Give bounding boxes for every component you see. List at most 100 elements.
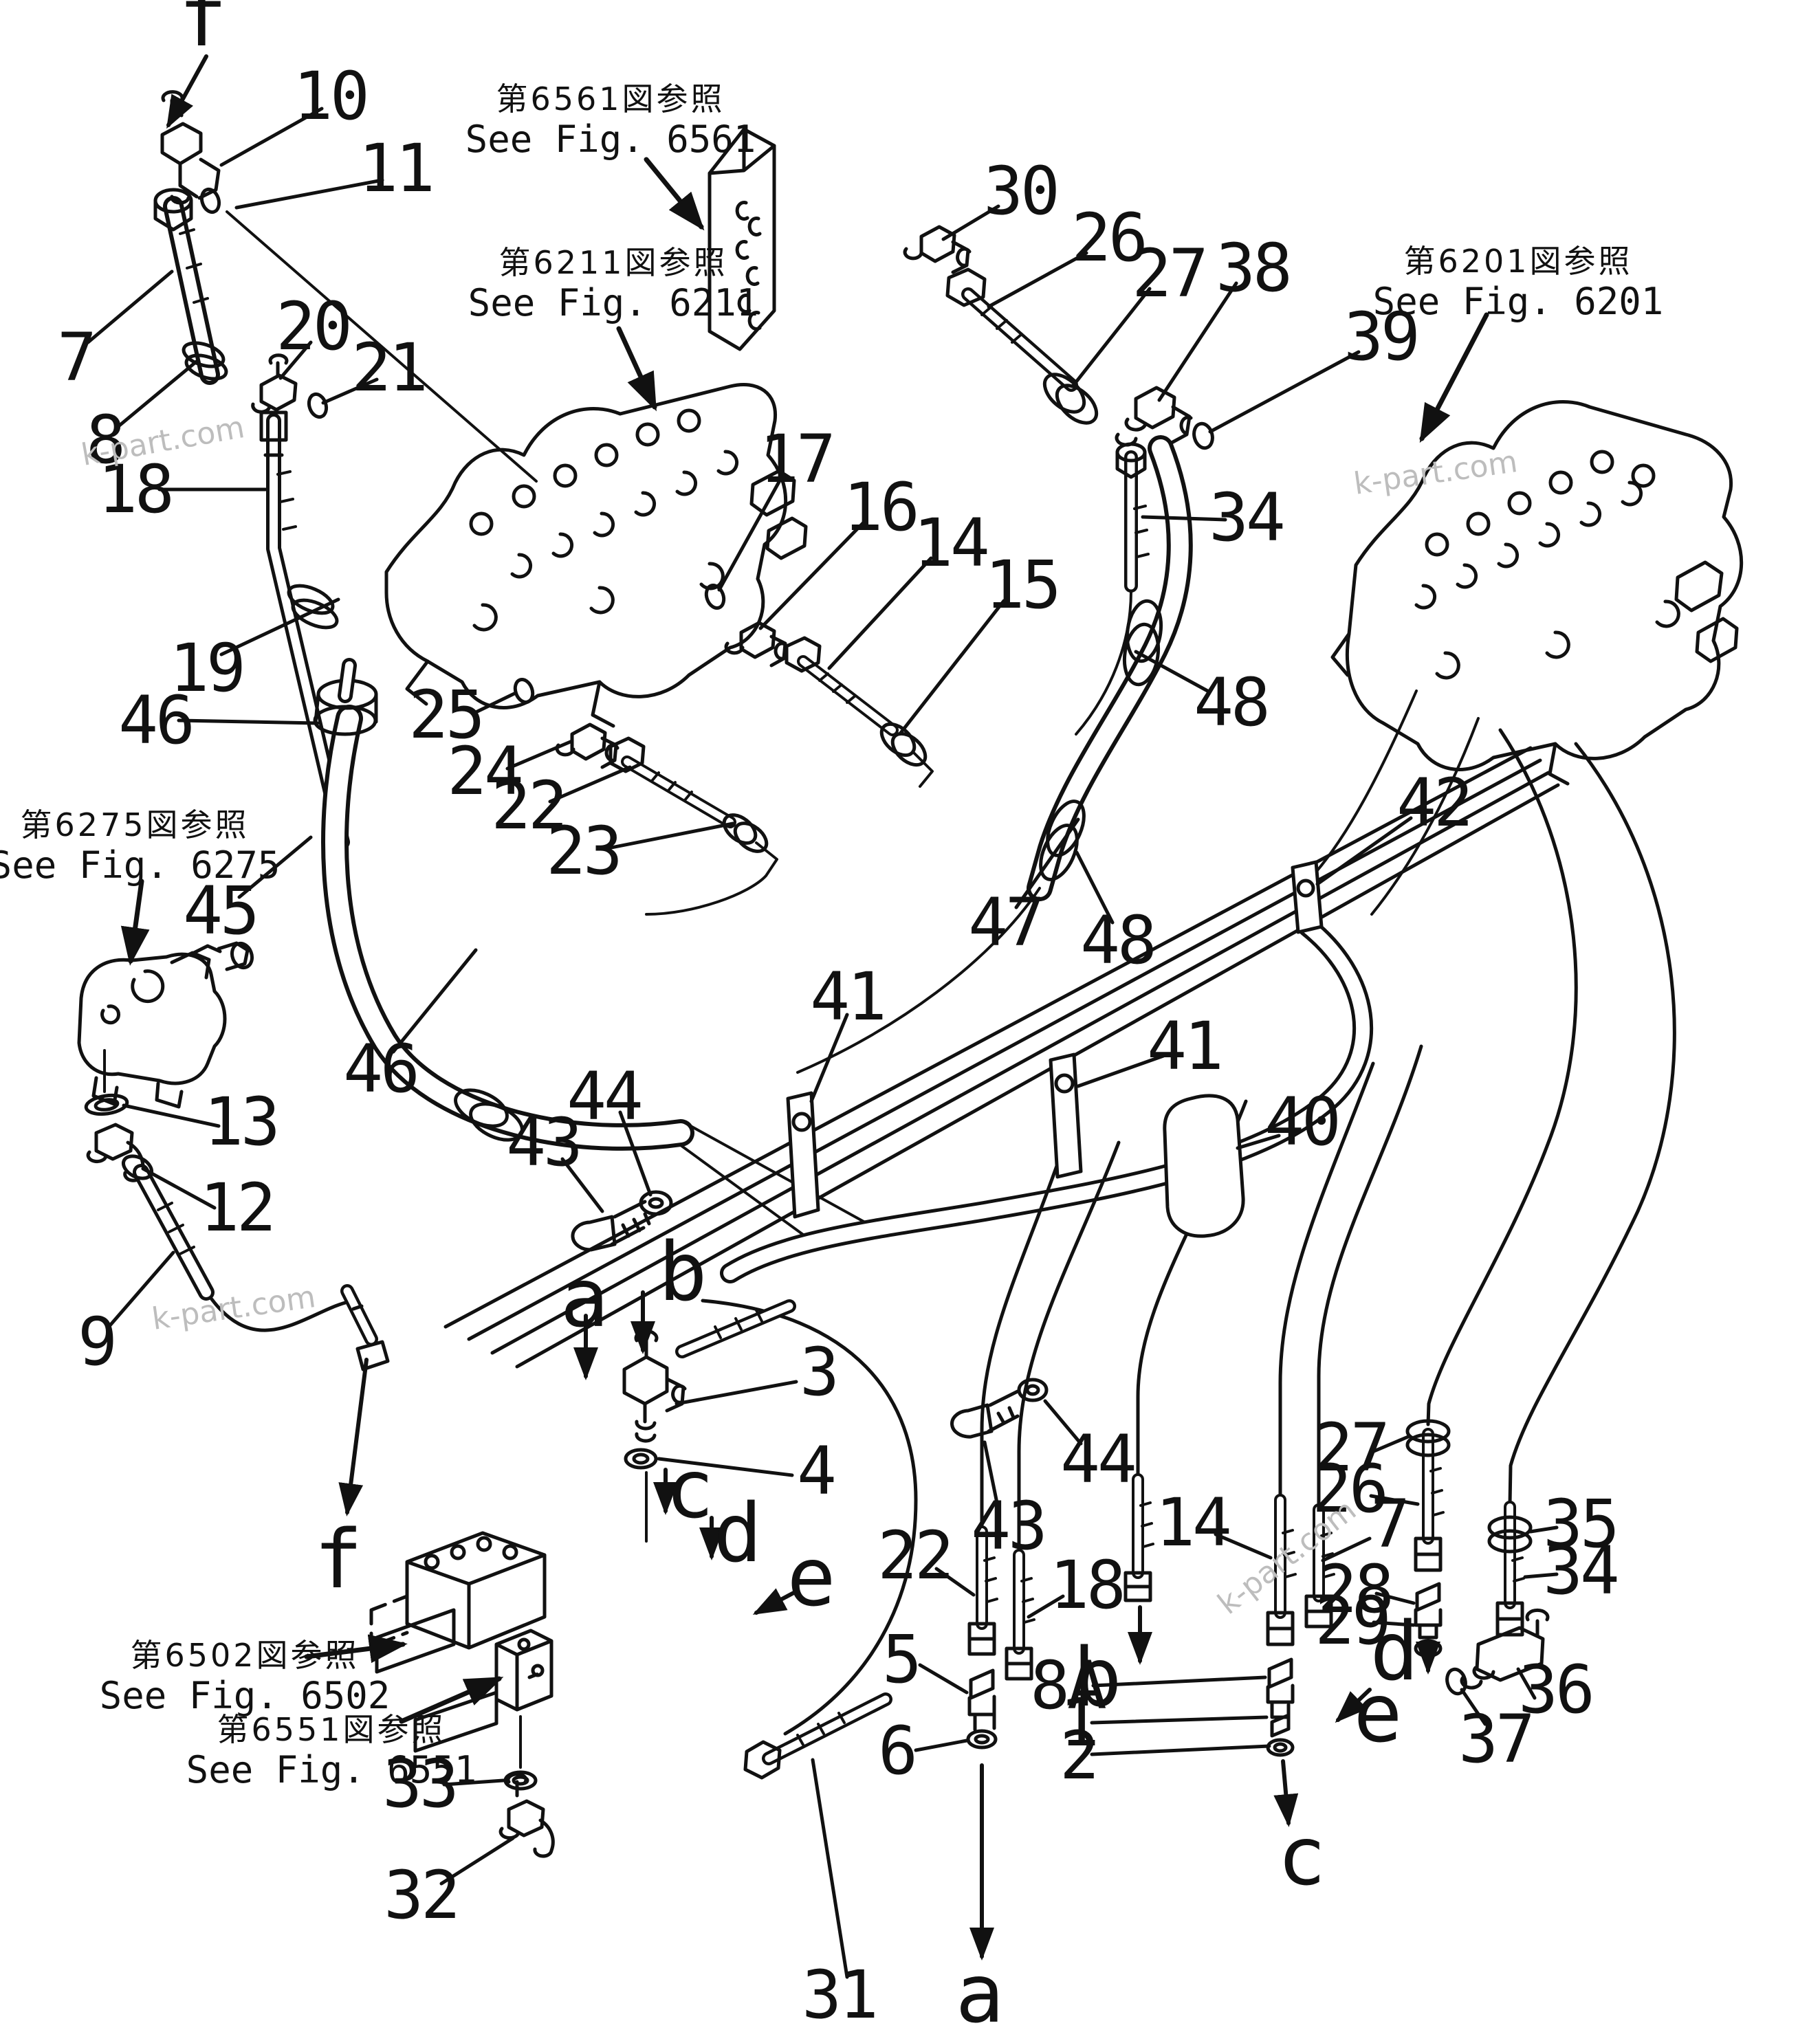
part-number-label: 18 — [98, 451, 175, 528]
part-number-label: 41 — [810, 958, 887, 1035]
figure-reference-japanese: 第6201図参照 — [1403, 243, 1633, 280]
flow-letter-label: f — [314, 1512, 363, 1607]
part-number-label: 44 — [1060, 1421, 1137, 1498]
part-number-label: 26 — [1071, 199, 1148, 276]
part-number-label: 22 — [877, 1517, 954, 1594]
figure-reference-english: See Fig. 6561 — [465, 117, 756, 161]
figure-reference-japanese: 第6561図参照 — [496, 80, 725, 118]
flow-letter-label: c — [1277, 1809, 1326, 1904]
part-number-label: 41 — [1147, 1008, 1224, 1085]
part-number-label: 18 — [1049, 1547, 1126, 1624]
part-number-label: 39 — [1344, 298, 1421, 375]
part-number-label: 5 — [882, 1621, 922, 1698]
part-number-label: 43 — [506, 1104, 583, 1181]
part-number-label: 32 — [384, 1857, 461, 1934]
part-number-label: 34 — [1209, 479, 1286, 556]
part-number-label: 14 — [913, 505, 990, 582]
part-number-label: 42 — [1396, 764, 1473, 841]
part-number-label: 20 — [276, 288, 353, 365]
part-number-label: 36 — [1518, 1651, 1595, 1728]
part-number-label: 6 — [878, 1712, 918, 1789]
figure-reference-japanese: 第6275図参照 — [20, 806, 250, 843]
flow-arrows — [166, 54, 1440, 1961]
part-number-label: 30 — [983, 153, 1060, 230]
figure-reference-english: See Fig. 6275 — [0, 843, 281, 887]
part-number-label: 22 — [491, 767, 568, 844]
part-number-label: 28 — [1317, 1551, 1394, 1628]
part-number-label: 38 — [1216, 230, 1293, 307]
figure-reference-japanese: 第6502図参照 — [130, 1637, 360, 1674]
part-number-label: 31 — [802, 1956, 879, 2033]
part-number-label: 26 — [1312, 1450, 1389, 1527]
hoses — [84, 90, 1676, 1858]
part-number-label: 14 — [1155, 1484, 1232, 1561]
part-number-label: 4 — [797, 1433, 837, 1510]
part-number-label: 10 — [293, 58, 370, 135]
part-number-label: 8 — [86, 401, 126, 478]
flow-letter-label: b — [658, 1224, 708, 1319]
part-number-label: 13 — [204, 1083, 281, 1160]
part-number-label: 46 — [118, 682, 195, 759]
part-number-label: 2 — [1060, 1717, 1099, 1794]
part-number-label: 21 — [351, 329, 428, 406]
part-number-label: 19 — [169, 630, 246, 707]
part-number-label: 11 — [358, 130, 435, 207]
part-number-label: 43 — [971, 1488, 1048, 1565]
valve-manifold-6201 — [1330, 400, 1744, 786]
part-number-label: 45 — [183, 872, 260, 949]
part-number-label: 15 — [985, 547, 1062, 624]
leader-lines — [86, 107, 1559, 1979]
flow-letter-label: e — [787, 1530, 836, 1624]
part-number-label: 24 — [447, 733, 524, 810]
part-number-label: 44 — [567, 1058, 644, 1135]
part-number-label: 16 — [843, 469, 920, 546]
manifold-block-6561 — [708, 127, 776, 351]
figure-reference-english: See Fig. 6201 — [1372, 279, 1664, 323]
part-number-label: 33 — [382, 1745, 459, 1822]
part-number-label: 8A — [1030, 1647, 1107, 1724]
figure-reference-japanese: 第6211図参照 — [498, 244, 728, 281]
flow-letter-label: d — [713, 1486, 763, 1580]
part-number-label: 1 — [1060, 1684, 1099, 1761]
figure-reference-english: See Fig. 6502 — [99, 1673, 391, 1717]
flow-letter-label: b — [1073, 1630, 1122, 1725]
flow-letter-label: a — [560, 1250, 609, 1345]
figure-reference-english: See Fig. 6211 — [468, 280, 759, 324]
flow-letter-label: d — [1370, 1604, 1419, 1699]
valve-block-6502 — [369, 1531, 547, 1674]
part-number-label: 7 — [57, 319, 97, 396]
part-number-label: 48 — [1080, 902, 1157, 979]
part-number-label: 27 — [1132, 235, 1209, 312]
part-number-label: 27 — [1313, 1409, 1390, 1486]
part-number-label: 25 — [408, 676, 485, 753]
figure-reference-japanese: 第6551図参照 — [217, 1711, 446, 1748]
part-number-label: 3 — [800, 1334, 840, 1411]
part-number-label: 12 — [199, 1169, 276, 1246]
flow-letter-label: e — [1353, 1666, 1403, 1761]
figure-reference-english: See Fig. 6551 — [186, 1747, 477, 1791]
flow-letter-label: c — [665, 1442, 714, 1536]
part-number-label: 7 — [1370, 1486, 1410, 1563]
flow-letter-label: a — [955, 1946, 1005, 2041]
part-number-label: 48 — [1194, 664, 1271, 741]
part-number-label: 47 — [968, 884, 1045, 961]
valve-manifold-6211 — [384, 382, 808, 728]
flow-letter-label: f — [178, 0, 228, 65]
part-number-label: 37 — [1458, 1701, 1535, 1778]
part-number-label: 23 — [546, 813, 623, 890]
part-number-label: 9 — [78, 1303, 118, 1380]
part-number-label: 34 — [1543, 1532, 1620, 1609]
reference-arrows — [120, 157, 1489, 1724]
part-number-label: 35 — [1543, 1486, 1620, 1563]
part-number-label: 46 — [343, 1030, 420, 1107]
part-number-label: 29 — [1315, 1582, 1392, 1659]
part-number-label: 17 — [759, 421, 836, 498]
